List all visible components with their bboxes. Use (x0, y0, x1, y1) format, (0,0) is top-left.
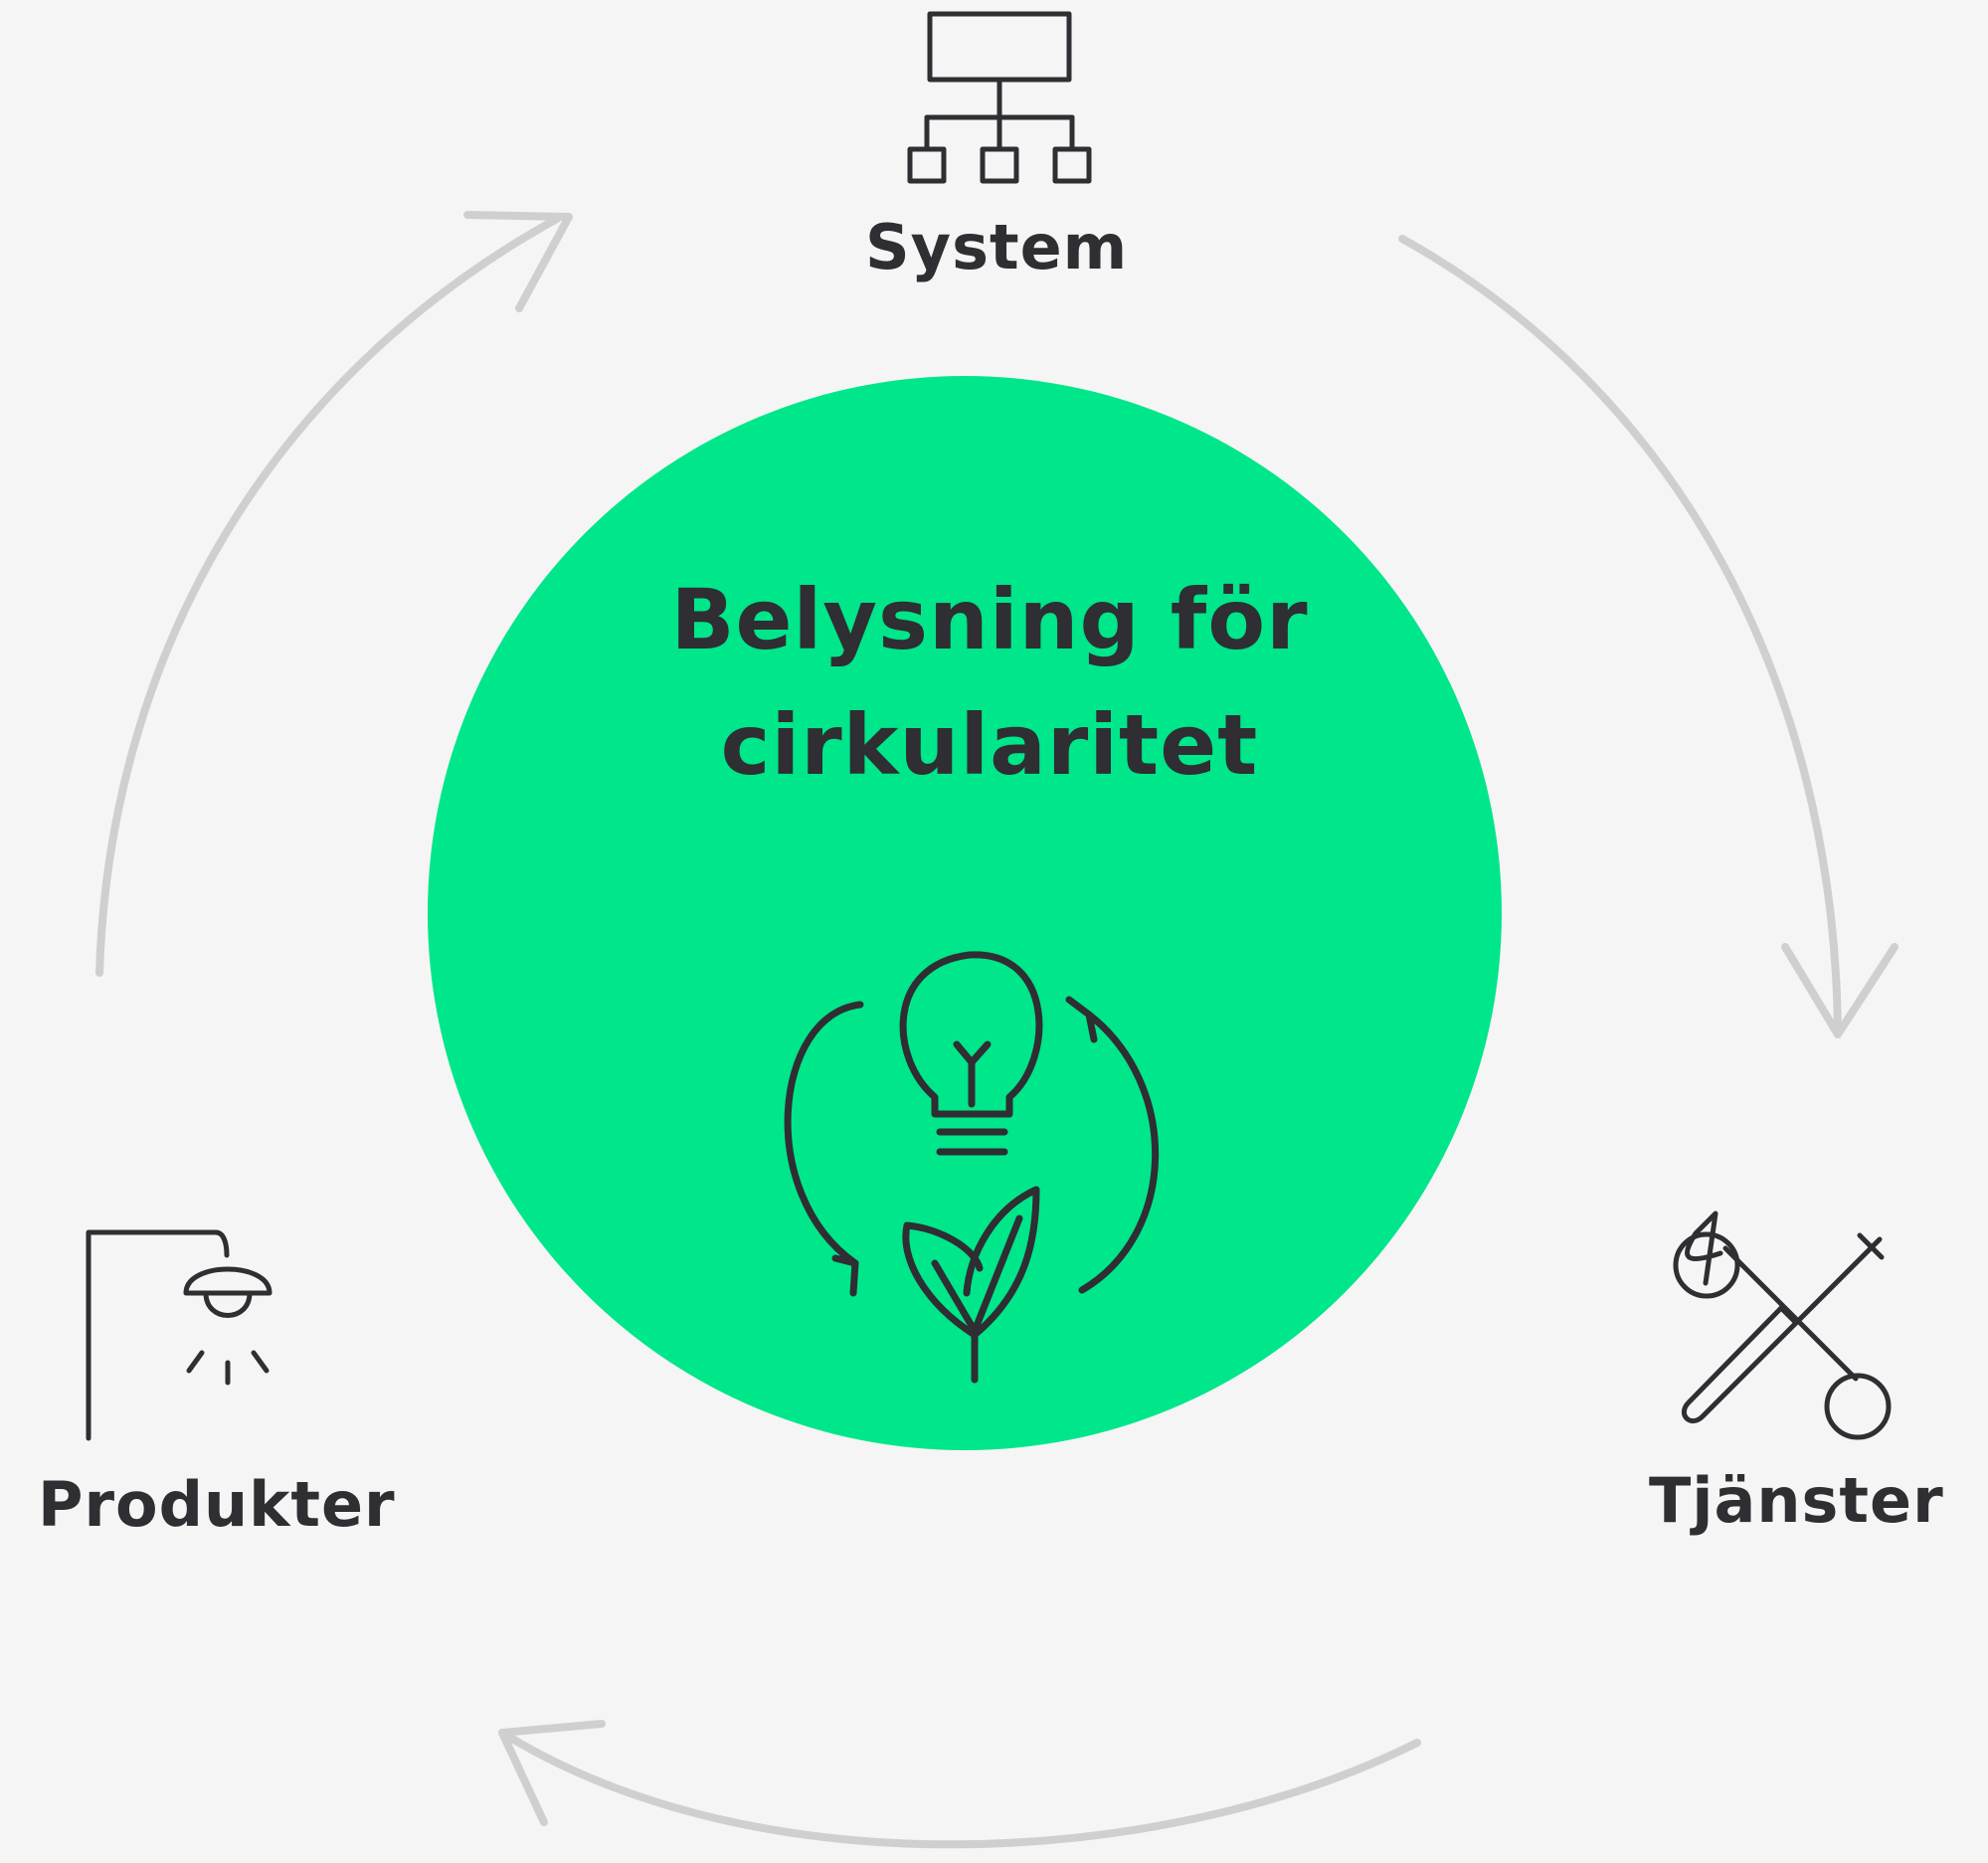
bulb-leaf-cycle-icon (784, 951, 1160, 1384)
node-label-system: System (865, 211, 1129, 283)
ceiling-lamp-icon (86, 1229, 272, 1441)
cycle-arrow-produkter-to-system (95, 211, 573, 977)
center-circle (428, 376, 1502, 1450)
node-label-tjanster: Tjänster (1649, 1464, 1944, 1537)
center-title: Belysning för cirkularitet (557, 557, 1422, 808)
center-title-line-2: cirkularitet (720, 696, 1259, 794)
cycle-arrow-system-to-tjanster (1398, 235, 1898, 1038)
node-label-produkter: Produkter (38, 1468, 396, 1541)
hierarchy-icon (907, 11, 1092, 184)
cycle-arrow-tjanster-to-produkter (498, 1720, 1421, 1849)
center-title-line-1: Belysning för (670, 571, 1309, 668)
wrench-screwdriver-icon (1673, 1211, 1892, 1440)
